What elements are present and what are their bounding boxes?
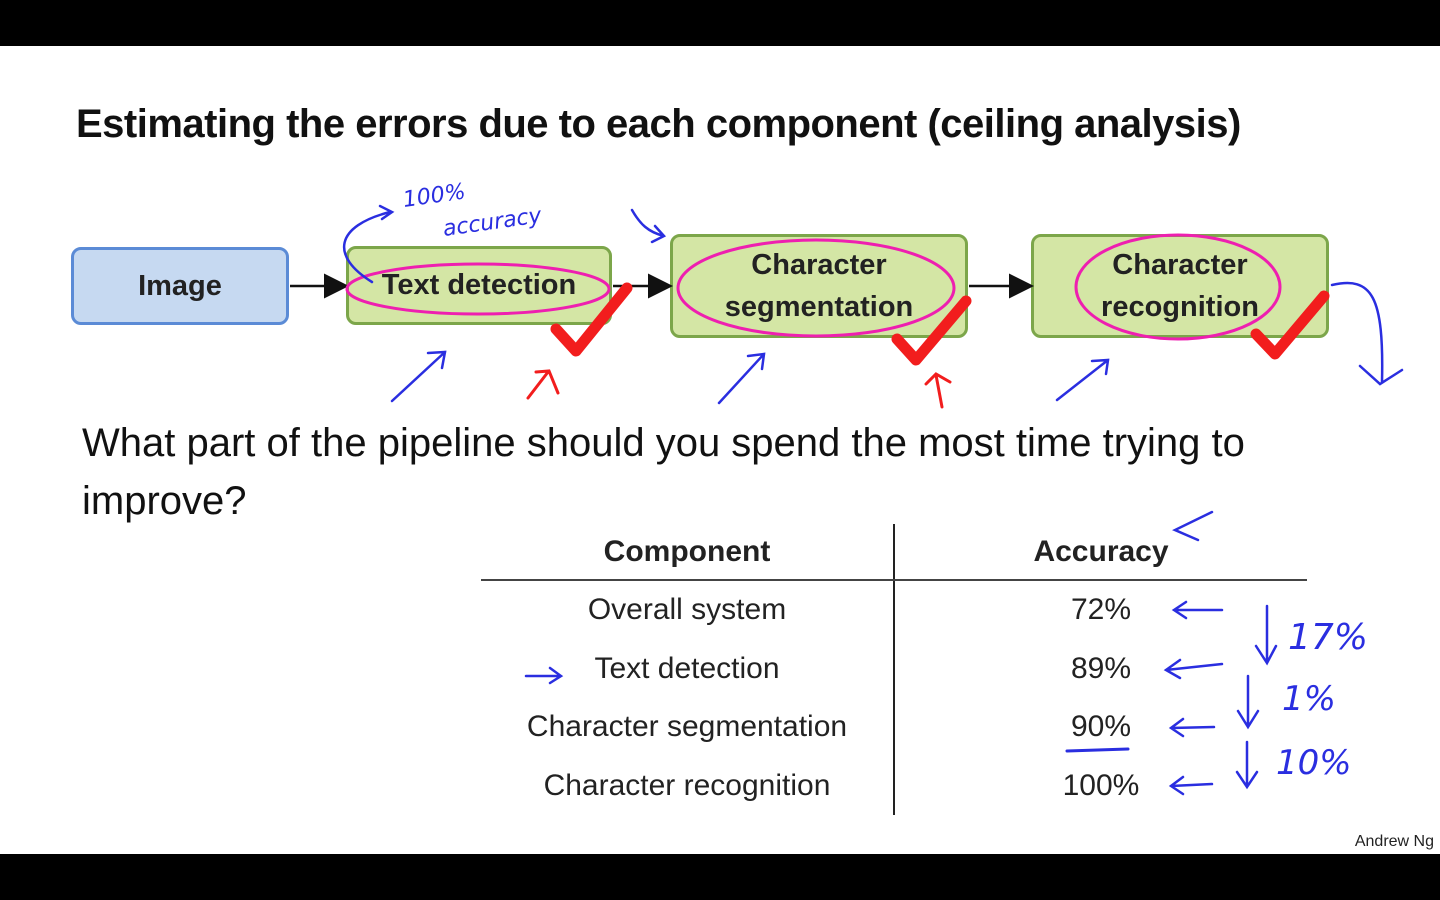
note-100-accuracy-line1: 100% [401,179,467,213]
magenta-circle-char-rec [1074,233,1282,341]
blue-down-arrow-diff-2 [1236,674,1260,730]
blue-arrow-1 [390,350,447,403]
pipeline-label-char-seg-line2: segmentation [724,291,914,323]
table-row: Character recognition 100% [481,756,1307,815]
pipeline-label-image: Image [138,269,222,302]
underline-90-percent [1065,747,1130,753]
table-cell-component: Text detection [481,639,895,698]
blue-arrow-row-2 [1163,658,1224,680]
slide-title: Estimating the errors due to each compon… [76,102,1241,146]
blue-down-arrow-diff-3 [1235,740,1259,790]
note-100-accuracy-line2: accuracy [441,203,544,242]
diff-label-17: 17% [1288,617,1368,658]
red-check-2 [891,295,972,366]
blue-arrow-row-1 [1171,600,1224,620]
table-header-row: Component Accuracy [481,524,1307,581]
table-header-component: Component [481,524,895,581]
table-cell-accuracy: 89% [1070,651,1132,685]
blue-down-arrow-diff-1 [1254,604,1278,666]
table-cell-accuracy: 72% [1070,593,1132,627]
table-row: Overall system 72% [481,580,1307,640]
table-header-accuracy: Accuracy [894,524,1307,581]
red-arrow-1 [526,369,560,400]
slide: Estimating the errors due to each compon… [0,46,1440,854]
blue-down-arrow-right [1330,281,1404,386]
ceiling-analysis-table: Component Accuracy Overall system 72% Te… [481,524,1307,815]
table-cell-component: Character segmentation [481,698,895,757]
diff-label-10: 10% [1276,743,1352,783]
magenta-circle-text-detection [345,262,611,316]
table-cell-accuracy: 90% [1070,710,1132,744]
blue-arrow-row-3 [1168,717,1216,738]
table-cell-component: Character recognition [481,756,895,815]
pipeline-label-char-rec-line2: recognition [1101,291,1259,323]
blue-arrow-row-4 [1168,775,1214,796]
table-cell-accuracy: 100% [1062,768,1140,802]
red-arrow-2 [924,372,952,409]
table-row: Text detection 89% [481,639,1307,698]
pipeline-box-text-detection: Text detection [346,246,612,325]
red-check-3 [1250,290,1330,360]
pipeline-label-char-seg-line1: Character [751,248,887,281]
author-credit: Andrew Ng [1354,833,1434,850]
red-check-1 [550,282,633,357]
blue-arrow-text-detection-row [524,666,564,685]
table-row: Character segmentation 90% [481,698,1307,757]
pipeline-label-text-detection: Text detection [381,269,577,302]
magenta-circle-char-seg [676,238,956,338]
annotation-overlay: 100% accuracy 17% 1% 10% [290,179,1404,796]
pipeline-box-image: Image [71,247,289,325]
pipeline-label-char-rec-line1: Character [1112,248,1248,281]
blue-arrow-accuracy-header [1172,510,1214,542]
blue-arrow-2 [717,352,766,405]
blue-arrow-3 [1055,358,1110,402]
blue-small-chevron [630,208,667,244]
blue-curve-arrow [342,204,395,284]
diff-label-1: 1% [1282,679,1336,719]
question-text: What part of the pipeline should you spe… [82,421,1245,523]
table-cell-component: Overall system [481,580,895,640]
